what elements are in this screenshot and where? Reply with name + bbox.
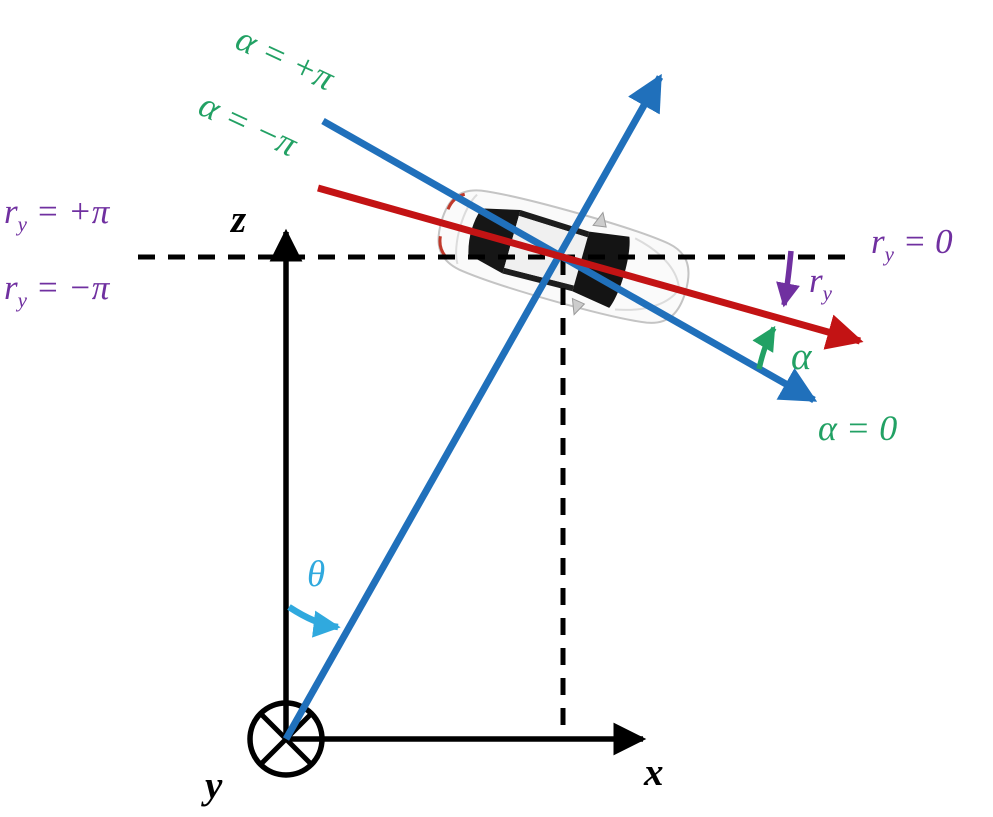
label-ry-plus-pi: ry = +π (4, 194, 109, 235)
ry-angle-curved-arrow (776, 250, 800, 308)
label-ry-symbol: ry (809, 263, 832, 304)
label-theta-symbol: θ (307, 554, 326, 595)
car-mirror-right (571, 297, 586, 316)
car-side-windows-right (502, 267, 575, 292)
label-ry-zero-sub: y (884, 242, 894, 266)
theta-angle-curved-arrow (287, 604, 341, 638)
label-z-axis: z (231, 198, 247, 241)
label-ry-plus-pi-sub: y (17, 212, 27, 236)
label-ry-minus-pi: ry = −π (4, 270, 109, 311)
label-ry-plus-pi-base: r (4, 192, 18, 231)
label-y-axis: y (205, 764, 223, 807)
alpha-angle-curved-arrow (752, 325, 777, 370)
label-alpha-symbol: α (791, 335, 812, 378)
label-ry-minus-pi-sub: y (17, 288, 27, 312)
label-alpha-zero: α = 0 (818, 408, 898, 448)
theta-direction-arrow (282, 73, 664, 741)
label-ry-zero-rest: = 0 (893, 222, 953, 261)
label-x-axis: x (644, 751, 664, 794)
label-ry-zero: ry = 0 (871, 224, 953, 265)
label-ry-minus-pi-rest: = −π (26, 268, 110, 307)
label-ry-symbol-base: r (809, 261, 823, 300)
label-ry-symbol-sub: y (822, 281, 832, 305)
label-ry-zero-base: r (871, 222, 885, 261)
car-mirror-left (592, 211, 607, 228)
label-ry-plus-pi-rest: = +π (26, 192, 110, 231)
label-ry-minus-pi-base: r (4, 268, 18, 307)
vehicle-axis-arrow (317, 184, 864, 350)
